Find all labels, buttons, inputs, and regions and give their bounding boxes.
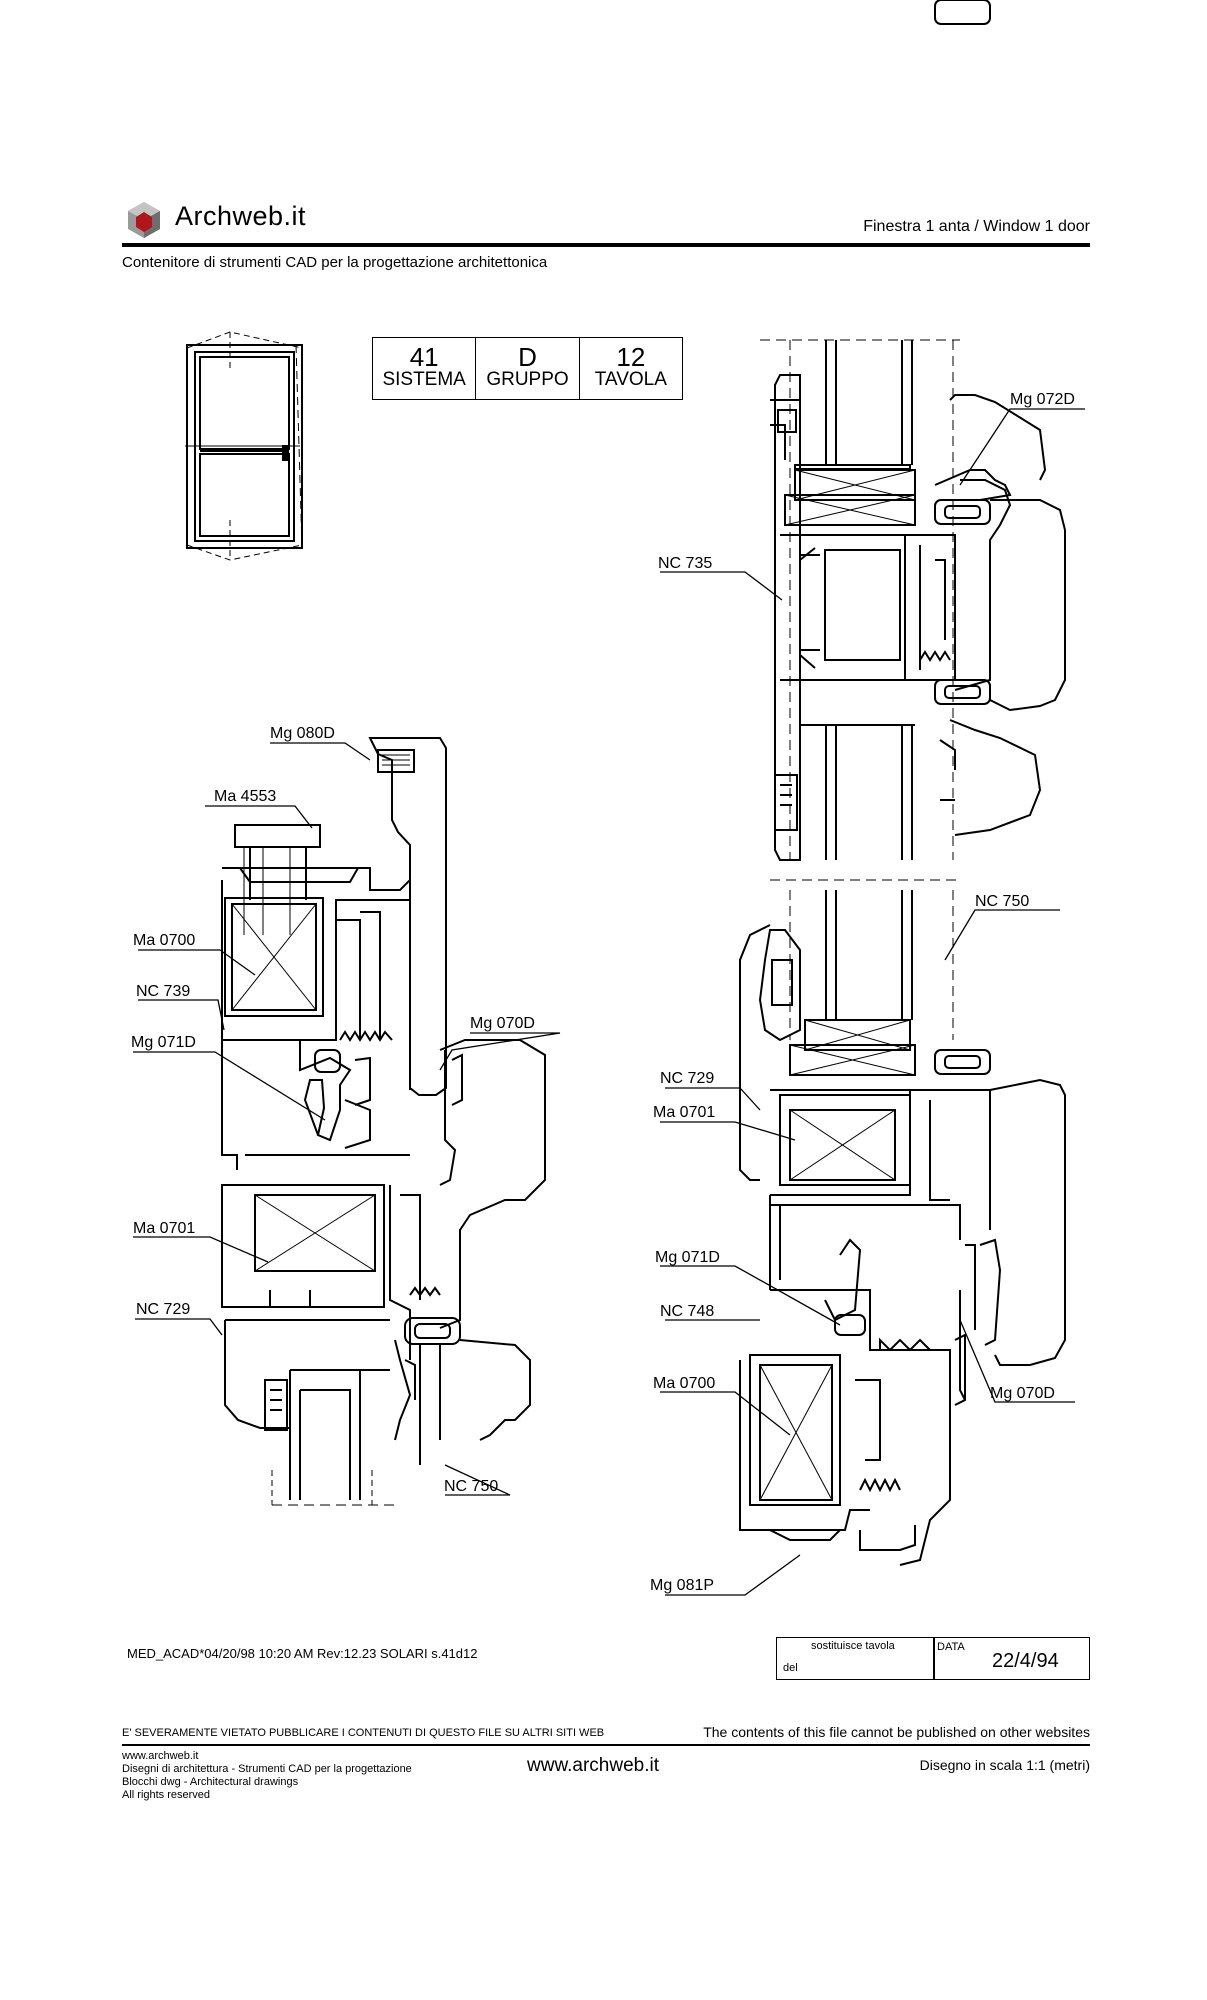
logo bbox=[124, 200, 164, 240]
label-ma-0701-right: Ma 0701 bbox=[653, 1104, 716, 1121]
label-ma-0701-left: Ma 0701 bbox=[133, 1220, 196, 1237]
label-nc-729-left: NC 729 bbox=[136, 1301, 191, 1318]
sistema-value: 41 bbox=[409, 342, 439, 372]
date-block: sostituisce tavola del DATA 22/4/94 bbox=[776, 1637, 1090, 1680]
title-block: 41 SISTEMA D GRUPPO 12 TAVOLA bbox=[372, 337, 683, 400]
logo-text[interactable]: Archweb.it bbox=[175, 201, 307, 231]
tavola-value: 12 bbox=[616, 342, 646, 372]
credits-line-3: Blocchi dwg - Architectural drawings bbox=[122, 1776, 299, 1788]
del-label: del bbox=[783, 1662, 798, 1674]
drawing-title: Finestra 1 anta / Window 1 door bbox=[863, 218, 1090, 235]
leader-lines bbox=[133, 408, 1085, 1596]
date-label: DATA bbox=[937, 1641, 965, 1653]
title-cell-sistema: 41 SISTEMA bbox=[373, 338, 477, 399]
credits-line-1[interactable]: www.archweb.it bbox=[122, 1750, 199, 1762]
scale-note: Disegno in scala 1:1 (metri) bbox=[919, 1757, 1090, 1773]
label-mg-071d-left: Mg 071D bbox=[131, 1034, 196, 1051]
label-mg-072d: Mg 072D bbox=[1010, 391, 1075, 408]
gruppo-label: GRUPPO bbox=[486, 369, 569, 390]
replaces-label: sostituisce tavola bbox=[811, 1640, 895, 1652]
footer-site-link[interactable]: www.archweb.it bbox=[527, 1755, 659, 1776]
window-elevation-icon bbox=[185, 331, 303, 561]
label-mg-080d: Mg 080D bbox=[270, 725, 335, 742]
credits-line-4: All rights reserved bbox=[122, 1789, 211, 1801]
label-ma-0700-right: Ma 0700 bbox=[653, 1375, 716, 1392]
gruppo-value: D bbox=[518, 342, 537, 372]
credits-line-2: Disegni di architettura - Strumenti CAD … bbox=[122, 1763, 412, 1775]
label-mg-070d-right: Mg 070D bbox=[990, 1385, 1055, 1402]
label-nc-729-right: NC 729 bbox=[660, 1070, 715, 1087]
header-subtitle: Contenitore di strumenti CAD per la prog… bbox=[122, 254, 548, 271]
right-top-section bbox=[760, 0, 1066, 881]
file-info: MED_ACAD*04/20/98 10:20 AM Rev:12.23 SOL… bbox=[127, 1646, 478, 1661]
label-ma-4553: Ma 4553 bbox=[214, 788, 277, 805]
label-nc-750-left: NC 750 bbox=[444, 1478, 499, 1495]
sistema-label: SISTEMA bbox=[382, 369, 466, 390]
label-mg-081p: Mg 081P bbox=[650, 1577, 715, 1594]
date-block-divider bbox=[933, 1638, 935, 1679]
tavola-label: TAVOLA bbox=[594, 369, 667, 390]
credits: www.archweb.it Disegni di architettura -… bbox=[122, 1750, 412, 1802]
label-mg-070d-left: Mg 070D bbox=[470, 1015, 535, 1032]
title-cell-gruppo: D GRUPPO bbox=[476, 338, 580, 399]
footer-rule bbox=[122, 1744, 1090, 1746]
label-mg-071d-right: Mg 071D bbox=[655, 1249, 720, 1266]
right-bottom-section bbox=[739, 890, 1066, 1566]
label-nc-748: NC 748 bbox=[660, 1303, 715, 1320]
label-ma-0700-left: Ma 0700 bbox=[133, 932, 196, 949]
label-nc-750-right: NC 750 bbox=[975, 893, 1030, 910]
left-section bbox=[221, 737, 546, 1506]
warning-italian: E' SEVERAMENTE VIETATO PUBBLICARE I CONT… bbox=[122, 1727, 605, 1739]
warning-english: The contents of this file cannot be publ… bbox=[703, 1724, 1090, 1740]
label-nc-739: NC 739 bbox=[136, 983, 191, 1000]
label-nc-735: NC 735 bbox=[658, 555, 713, 572]
title-cell-tavola: 12 TAVOLA bbox=[580, 338, 682, 399]
date-value: 22/4/94 bbox=[992, 1650, 1059, 1672]
header-rule bbox=[122, 243, 1090, 247]
archweb-logo-icon bbox=[128, 202, 160, 238]
